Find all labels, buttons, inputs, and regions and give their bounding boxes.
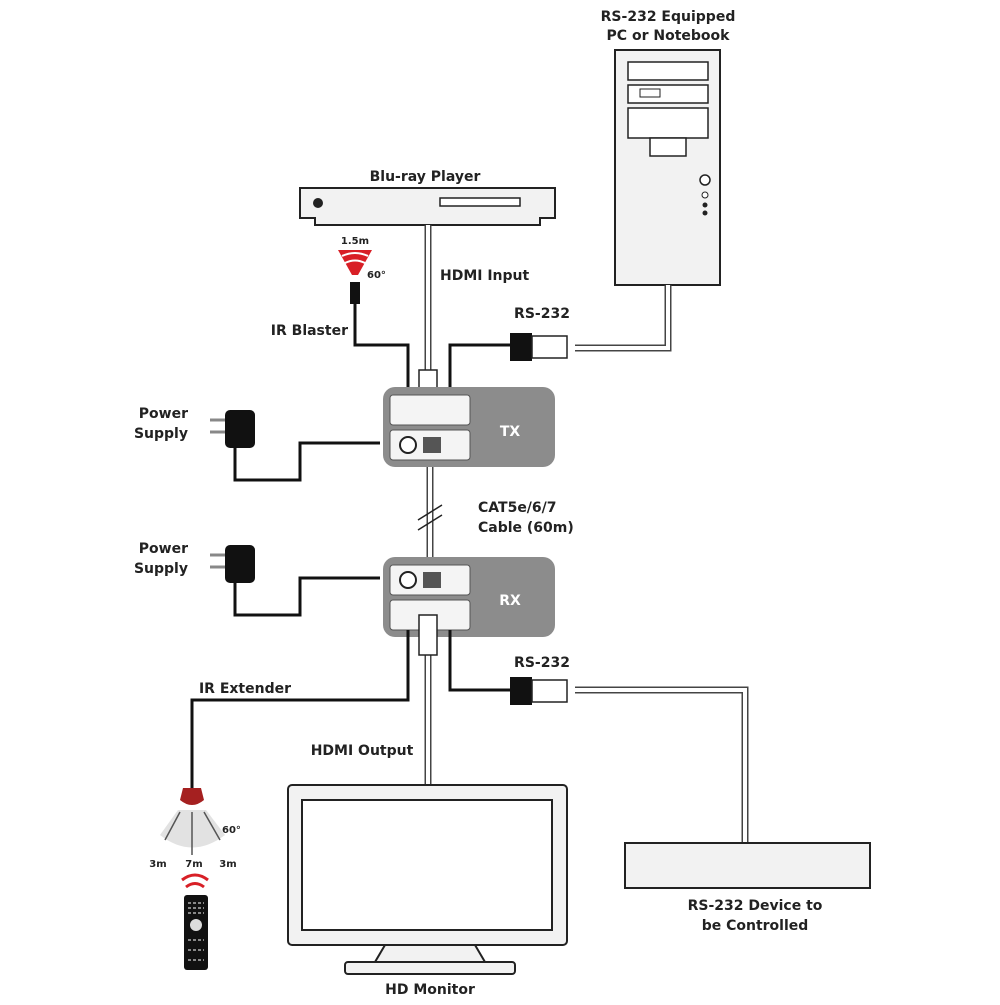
ir-signal-icon [181,873,209,889]
rs232-device-label-2: be Controlled [702,918,809,934]
hdmi-out-connector [418,614,438,656]
ir-extender-label: IR Extender [199,681,291,697]
rs232-device [624,842,871,889]
power-supply-tx-label-2: Supply [134,426,188,442]
hd-monitor [287,784,568,975]
rx-label: RX [499,593,521,609]
ir-blaster-range: 1.5m [341,236,369,247]
rs232-top-label: RS-232 [514,306,570,322]
rs232-device-label-1: RS-232 Device to [688,898,823,914]
rs232-connector-bottom [510,677,568,705]
pc-label-2: PC or Notebook [607,28,731,44]
ir-range-left: 3m [149,859,166,870]
ir-blaster-label: IR Blaster [271,323,348,339]
rx-unit [383,557,555,637]
ir-range-center: 7m [185,859,202,870]
tx-label: TX [500,424,521,440]
power-adapter-tx [210,410,255,448]
hdmi-input-label: HDMI Input [440,268,530,284]
rs232-bottom-label: RS-232 [514,655,570,671]
cable-label-2: Cable (60m) [478,520,574,536]
power-supply-rx-label-1: Power [139,541,188,557]
remote-control-icon [184,895,208,970]
ir-blaster [338,250,372,304]
power-supply-tx-label-1: Power [139,406,188,422]
ir-blaster-angle: 60° [367,270,386,281]
power-adapter-rx [210,545,255,583]
bluray-player [299,187,556,226]
ir-receiver [160,788,225,855]
rs232-connector-top [510,333,568,361]
pc-label-1: RS-232 Equipped [601,9,736,25]
power-supply-rx-label-2: Supply [134,561,188,577]
tx-unit [383,387,555,467]
monitor-label: HD Monitor [385,982,475,998]
ir-angle-label: 60° [222,825,241,836]
hdmi-output-label: HDMI Output [311,743,414,759]
ir-range-right: 3m [219,859,236,870]
bluray-label: Blu-ray Player [370,169,481,185]
cable-label-1: CAT5e/6/7 [478,500,557,516]
pc-tower [614,49,721,286]
